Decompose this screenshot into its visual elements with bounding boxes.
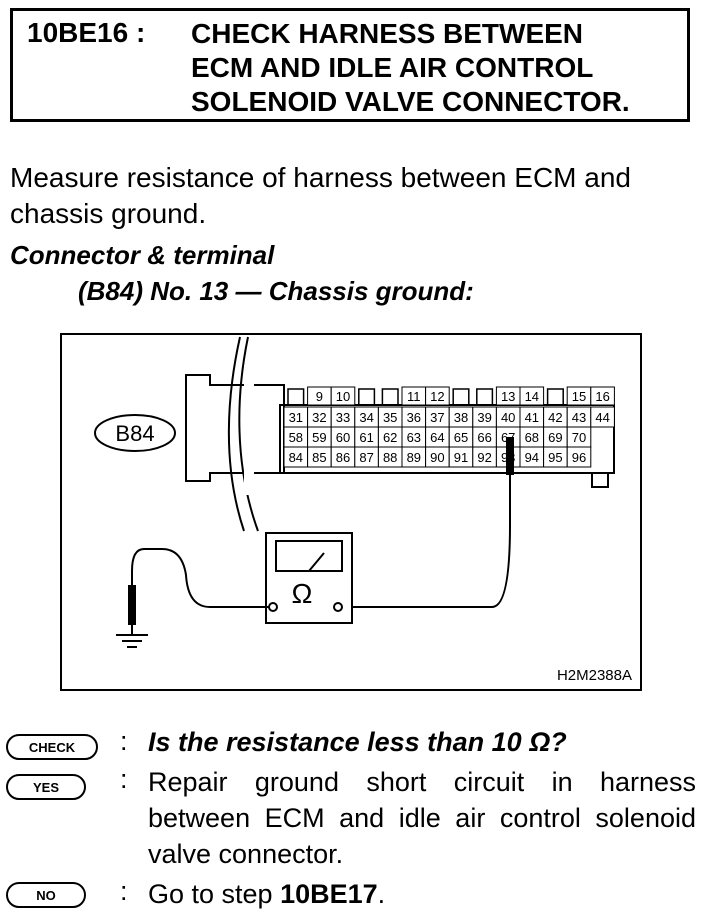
no-action: Go to step 10BE17.: [148, 876, 696, 912]
terminal-number: 39: [477, 410, 491, 425]
ohmmeter-needle: [308, 552, 325, 572]
figure-code: H2M2388A: [557, 667, 632, 684]
terminal-top-cell: [590, 386, 615, 406]
terminal-top-cell: [425, 386, 450, 406]
terminal-number: 61: [359, 430, 373, 445]
connector-notch: [287, 388, 305, 405]
meter-terminal-right: [333, 602, 343, 612]
terminal-number: 38: [454, 410, 468, 425]
no-next-step-link[interactable]: 10BE17: [280, 879, 378, 909]
connector-body-left: [185, 374, 285, 482]
terminal-top-number: 11: [407, 389, 421, 404]
terminal-number: 36: [407, 410, 421, 425]
step-title-line-1: CHECK HARNESS BETWEEN: [191, 18, 584, 49]
no-action-suffix: .: [377, 879, 386, 909]
terminal-number: 92: [477, 450, 491, 465]
connector-notch: [452, 388, 470, 405]
terminal-number: 96: [572, 450, 586, 465]
ohm-symbol: Ω: [292, 578, 313, 609]
terminal-number: 62: [383, 430, 397, 445]
terminal-number: 40: [501, 410, 515, 425]
terminal-number: 86: [336, 450, 350, 465]
terminal-number: 68: [525, 430, 539, 445]
diagram-svg: 9 10 11 12 13 14 15 16 31 32 33 34 35 36 37 38 39 40 41 42…: [94, 336, 632, 684]
check-colon: :: [120, 726, 128, 756]
terminal-number: 37: [430, 410, 444, 425]
terminal-number: 87: [359, 450, 373, 465]
terminal-number: 63: [407, 430, 421, 445]
connector-notch: [546, 388, 564, 405]
terminal-number: 85: [312, 450, 326, 465]
connector-notch: [476, 388, 494, 405]
terminal-number: 32: [312, 410, 326, 425]
terminal-number: 34: [359, 410, 373, 425]
harness-cut-line-2: [238, 336, 259, 532]
terminal-number: 91: [454, 450, 468, 465]
connector-notch: [358, 388, 376, 405]
terminal-grid: 31 32 33 34 35 36 37 38 39 40 41 42 43 44 58 59 60 61 62 63…: [283, 406, 615, 468]
terminal-number: 69: [548, 430, 562, 445]
terminal-number: 31: [289, 410, 303, 425]
no-colon: :: [120, 876, 128, 906]
terminal-top-cell: [330, 386, 356, 406]
terminal-number: 90: [430, 450, 444, 465]
terminal-number: 58: [289, 430, 303, 445]
terminal-number: 35: [383, 410, 397, 425]
terminal-number: 88: [383, 450, 397, 465]
terminal-cell: [566, 446, 592, 468]
terminal-top-cell: [519, 386, 545, 406]
terminal-number: 60: [336, 430, 350, 445]
terminal-number: 89: [407, 450, 421, 465]
terminal-top-number: 14: [525, 389, 539, 404]
step-title-line-2: ECM AND IDLE AIR CONTROL: [191, 52, 594, 83]
terminal-number: 70: [572, 430, 586, 445]
terminal-number: 43: [572, 410, 586, 425]
yes-colon: :: [120, 764, 128, 794]
terminal-number: 94: [525, 450, 539, 465]
terminal-top-number: 16: [595, 389, 609, 404]
spec-line: (B84) No. 13 — Chassis ground:: [78, 276, 474, 306]
terminal-number: 44: [595, 410, 609, 425]
terminal-number: 33: [336, 410, 350, 425]
step-title: CHECK HARNESS BETWEEN ECM AND IDLE AIR C…: [191, 17, 630, 119]
no-action-prefix: Go to step: [148, 879, 281, 909]
check-badge: CHECK: [6, 734, 98, 760]
terminal-cell: [590, 406, 615, 428]
check-question: Is the resistance less than 10 Ω?: [148, 727, 567, 757]
terminal-number: 66: [477, 430, 491, 445]
terminal-top-number: 9: [316, 389, 323, 404]
terminal-number: 84: [289, 450, 303, 465]
terminal-number: 41: [525, 410, 539, 425]
harness-cut-line-1: [227, 336, 245, 532]
connector-latch: [591, 473, 609, 488]
connector-label-oval: [94, 414, 176, 452]
yes-badge: YES: [6, 774, 86, 800]
ohmmeter-display: [275, 540, 343, 572]
terminal-number: 59: [312, 430, 326, 445]
probe-wire-ground: [131, 548, 269, 635]
connector-diagram: 9 10 11 12 13 14 15 16 31 32 33 34 35 36 37 38 39 40 41 42…: [60, 333, 642, 691]
terminal-number: 65: [454, 430, 468, 445]
connector-label: B84: [115, 421, 154, 446]
terminal-top-number: 13: [501, 389, 515, 404]
instruction-text: Measure resistance of harness between EC…: [10, 162, 631, 229]
probe-wire-terminal: [338, 475, 511, 608]
terminal-top-number: 10: [336, 389, 350, 404]
yes-action: Repair ground short circuit in harness b…: [148, 767, 696, 869]
terminal-number: 42: [548, 410, 562, 425]
terminal-top-number: 15: [572, 389, 586, 404]
meter-terminal-left: [268, 602, 278, 612]
terminal-top-number: 12: [430, 389, 444, 404]
step-header: 10BE16 : CHECK HARNESS BETWEEN ECM AND I…: [10, 8, 690, 122]
step-id: 10BE16 :: [27, 17, 146, 48]
terminal-number: 95: [548, 450, 562, 465]
connector-notch: [381, 388, 399, 405]
step-title-line-3: SOLENOID VALVE CONNECTOR.: [191, 86, 630, 117]
test-probe-terminal: [506, 437, 514, 475]
test-probe-ground: [128, 585, 136, 625]
terminal-top-row: 9 10 11 12 13 14 15 16: [287, 386, 615, 406]
spec-title: Connector & terminal: [10, 240, 275, 270]
terminal-number: 64: [430, 430, 444, 445]
no-badge: NO: [6, 882, 86, 908]
